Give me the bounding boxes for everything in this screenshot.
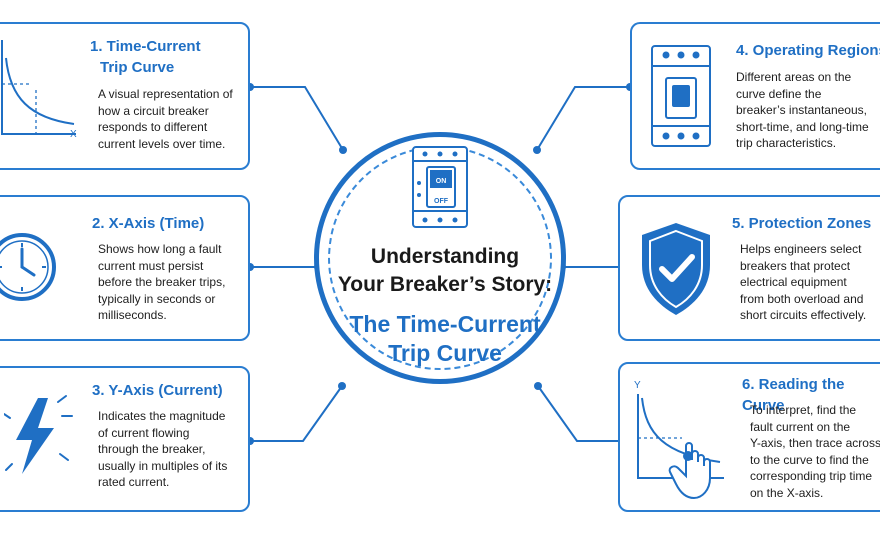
card-title: 5. Protection Zones [732,215,872,232]
hand-pointer-graph-icon: Y [634,380,724,500]
circuit-breaker-icon [651,45,711,147]
lightning-bolt-icon [4,395,73,474]
card-description: Indicates the magnitude of current flowi… [98,409,228,489]
card-title: 1. Time-Current Trip Curve [90,38,201,76]
card-description: A visual representation of how a circuit… [98,87,233,151]
breaker-on-label: ON [436,178,447,185]
center-title-line-3: The Time-Current [349,311,541,337]
card-title: 2. X-Axis (Time) [92,215,205,232]
card-y-axis-current: 3. Y-Axis (Current) Indicates the magnit… [0,366,250,512]
shield-check-icon [642,223,710,315]
y-axis-label: Y [634,380,641,391]
card-description: To interpret, find the fault current on … [750,403,880,500]
card-title: 6. Reading the Curve [742,376,845,414]
center-title-circle: ON OFF Understanding Your Breaker’s Stor… [314,132,566,384]
trip-curve-graph-icon: X [1,40,77,140]
center-title-line-2: Your Breaker’s Story: [337,273,553,296]
center-title-line-1: Understanding [370,245,520,268]
card-description: Helps engineers select breakers that pro… [740,242,867,322]
clock-icon [0,233,56,301]
card-title: 4. Operating Regions [736,42,880,59]
card-title: 3. Y-Axis (Current) [92,382,223,399]
center-title-line-4: Trip Curve [388,340,502,366]
card-operating-regions: 4. Operating Regions Different areas on … [630,22,880,170]
card-x-axis-time: 2. X-Axis (Time) Shows how long a fault … [0,195,250,341]
card-reading-the-curve: Y 6. Reading the Curve To interpret, fin… [618,362,880,512]
card-description: Shows how long a fault current must pers… [98,242,226,322]
breaker-switch-icon: ON OFF [412,146,468,228]
breaker-off-label: OFF [434,198,449,205]
card-description: Different areas on the curve define the … [736,70,869,150]
x-axis-label: X [70,129,77,140]
card-protection-zones: 5. Protection Zones Helps engineers sele… [618,195,880,341]
card-time-current-trip-curve: X 1. Time-Current Trip Curve A visual re… [0,22,250,170]
